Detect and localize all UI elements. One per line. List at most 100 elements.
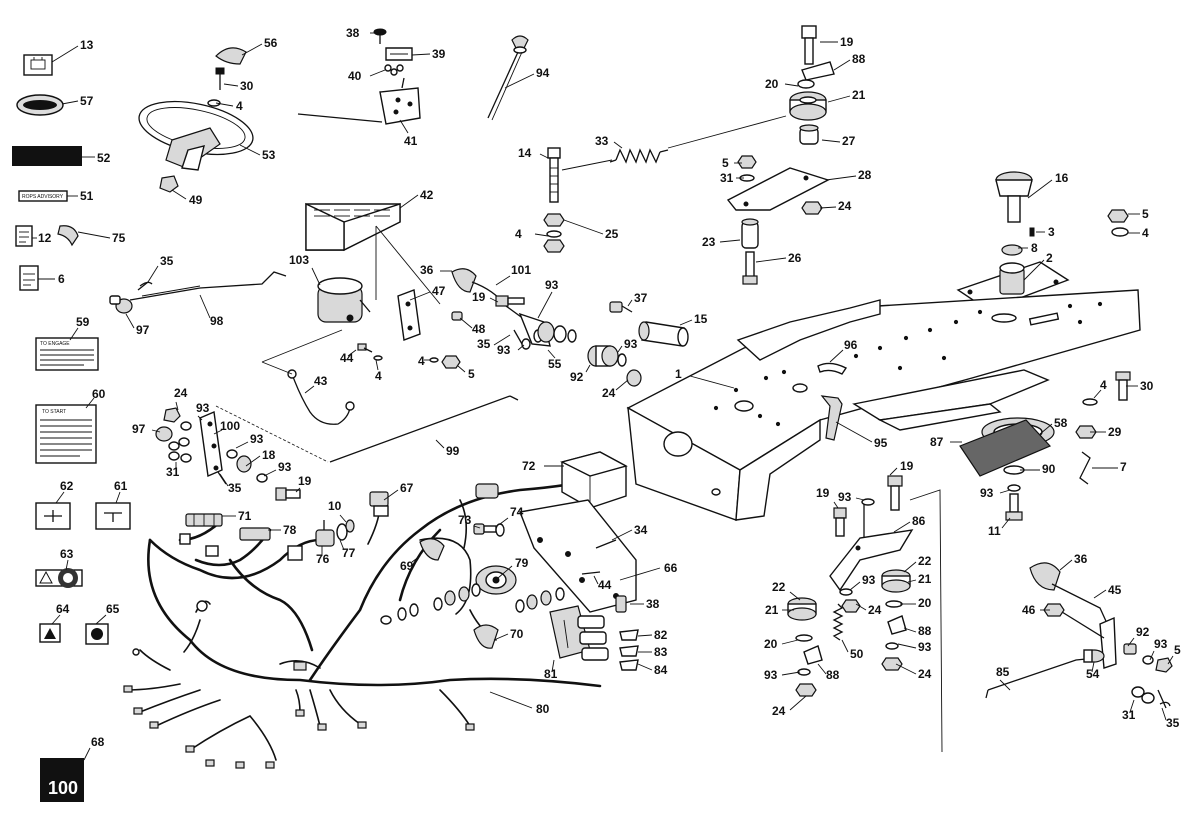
callout-c52: 52 (97, 151, 111, 165)
leader-c92b (1127, 637, 1135, 647)
leader-c94 (504, 73, 535, 89)
decal-brand-oval-57 (16, 94, 64, 116)
terminals-82-84 (619, 629, 639, 671)
spring-92b (1123, 643, 1137, 655)
callout-c93h: 93 (764, 668, 778, 682)
callout-c98: 98 (210, 314, 224, 328)
callout-c95: 95 (874, 436, 888, 450)
decal-6 (19, 265, 39, 291)
leader-c19a (489, 297, 499, 303)
bolt-19c (887, 475, 903, 511)
leader-c28 (825, 175, 857, 181)
callout-c62: 62 (60, 479, 74, 493)
knob-97a (109, 295, 133, 314)
callout-c47: 47 (432, 284, 446, 298)
bolt-30b (1115, 371, 1131, 401)
leader-c26 (755, 257, 787, 263)
decal-to-start-60: TO START (35, 404, 97, 464)
leader-c4b (375, 359, 379, 371)
decal-lift-up-61 (95, 502, 131, 530)
leader-c93d (999, 489, 1011, 494)
leader-c93e (855, 497, 865, 501)
callout-c60: 60 (92, 387, 106, 401)
callout-c35d: 35 (228, 481, 242, 495)
leader-c14 (539, 153, 549, 159)
callout-c21c: 21 (765, 603, 779, 617)
leader-c1 (689, 375, 735, 389)
callout-c44a: 44 (340, 351, 354, 365)
washer-4b (373, 355, 383, 361)
callout-c6: 6 (58, 272, 65, 286)
decal-rops-51: ROPS ADVISORY (18, 190, 68, 202)
callout-c38b: 38 (646, 597, 660, 611)
callout-c5a: 5 (468, 367, 475, 381)
washer-77 (336, 523, 348, 541)
washer-4d (546, 230, 562, 238)
leader-c37 (627, 299, 633, 307)
callout-c88a: 88 (852, 52, 866, 66)
callout-c88c: 88 (826, 668, 840, 682)
callout-c35b: 35 (1166, 716, 1180, 730)
callout-c48: 48 (472, 322, 486, 336)
bolt-38b (615, 595, 627, 613)
callout-c13: 13 (80, 38, 94, 52)
leader-c50 (841, 639, 849, 653)
callout-c79: 79 (515, 556, 529, 570)
decal-rops-text: ROPS ADVISORY (22, 194, 64, 200)
leader-c15 (679, 319, 693, 326)
washer-93g (885, 642, 899, 650)
decal-start-text: TO START (42, 409, 66, 415)
callout-c19c: 19 (900, 459, 914, 473)
bolt-46 (1043, 603, 1105, 639)
callout-c71: 71 (238, 509, 252, 523)
plate-28 (726, 167, 830, 211)
nut-25b (543, 239, 565, 253)
leader-c85 (999, 679, 1011, 691)
leader-c64 (51, 614, 61, 625)
callout-c36a: 36 (420, 263, 434, 277)
leader-c42 (399, 194, 419, 209)
callout-c93f: 93 (862, 573, 876, 587)
callout-c14: 14 (518, 146, 532, 160)
leader-c27 (821, 139, 841, 143)
callout-c90: 90 (1042, 462, 1056, 476)
leader-c103 (311, 267, 321, 286)
callout-c27: 27 (842, 134, 856, 148)
leader-c4f (1093, 389, 1102, 399)
washer-93b (521, 338, 531, 350)
sleeve-15 (638, 321, 689, 347)
callout-c46: 46 (1022, 603, 1036, 617)
leader-c35b (1161, 707, 1167, 721)
solenoid-81 (549, 605, 609, 661)
leader-c33 (613, 141, 623, 149)
leader-c48 (459, 317, 473, 329)
callout-c35c: 35 (160, 254, 174, 268)
decal-engage-text: TO ENGAGE (40, 341, 70, 347)
callout-c92: 92 (570, 370, 584, 384)
leader-c100 (213, 429, 223, 435)
leader-c62 (55, 491, 65, 504)
callout-c97b: 97 (132, 422, 146, 436)
leader-c54 (1091, 661, 1095, 673)
callout-c103: 103 (289, 253, 309, 267)
callout-c2: 2 (1046, 251, 1053, 265)
callout-c75: 75 (112, 231, 126, 245)
callout-c4a: 4 (236, 99, 243, 113)
callout-c19e: 19 (298, 474, 312, 488)
bolt-11 (1005, 493, 1023, 521)
bracket-88c (803, 645, 823, 665)
callout-c4f: 4 (1100, 378, 1107, 392)
leader-c13 (51, 45, 79, 63)
leader-c31b (1129, 699, 1135, 713)
leader-c93f (849, 581, 861, 591)
rod-7 (1079, 451, 1091, 485)
callout-c87: 87 (930, 435, 944, 449)
plate-66 (519, 499, 637, 613)
leader-c56 (241, 43, 263, 56)
leader-c95 (835, 421, 873, 443)
leader-c47 (409, 291, 431, 301)
callout-c29: 29 (1108, 425, 1122, 439)
leader-c16 (1027, 179, 1053, 199)
leader-c79 (497, 565, 513, 579)
